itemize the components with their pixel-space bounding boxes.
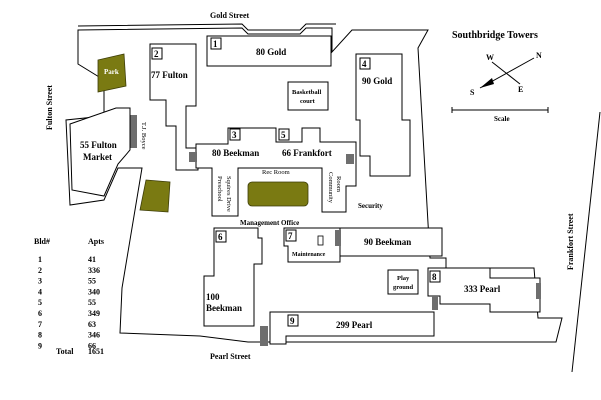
building-number: 3 <box>232 130 237 140</box>
building-name: Beekman <box>206 303 242 313</box>
frankfort-street-edge <box>571 111 601 373</box>
building-90-gold <box>355 53 411 177</box>
street-gold: Gold Street <box>210 11 250 20</box>
street-frankfort: Frankfort Street <box>566 213 575 270</box>
building-name: 100 <box>206 292 220 302</box>
building-number: 2 <box>154 49 159 59</box>
fulton-market <box>69 107 131 197</box>
building-name: 90 Gold <box>362 76 392 86</box>
basketball-court-label: Basketball <box>292 89 321 96</box>
compass-w: W <box>486 53 494 62</box>
playground-label: ground <box>393 284 413 291</box>
table-cell-bld: 2 <box>38 266 42 275</box>
building-number: 8 <box>432 272 437 282</box>
entrance-marker <box>432 296 438 310</box>
table-cell-bld: 5 <box>38 298 42 307</box>
scale-label: Scale <box>494 115 510 123</box>
table-cell-bld: 1 <box>38 255 42 264</box>
fulton-market-name: Market <box>83 152 112 162</box>
fulton-market-name: 55 Fulton <box>80 140 117 150</box>
maintenance-label: Maintenance <box>292 252 326 258</box>
table-cell-apts: 66 <box>88 341 96 350</box>
compass-s: S <box>470 88 475 97</box>
squires-drive-label: Squires Drive <box>225 176 232 212</box>
table-cell-bld: 8 <box>38 331 42 340</box>
building-number: 7 <box>288 231 293 241</box>
gold-street-edge <box>77 23 336 31</box>
table-cell-apts: 55 <box>88 277 96 286</box>
building-name: 90 Beekman <box>364 237 411 247</box>
table-header-apts: Apts <box>88 237 104 246</box>
building-100-beekman <box>203 227 263 327</box>
table-cell-apts: 63 <box>88 320 96 329</box>
preschool-label: Preschool <box>216 176 223 202</box>
entrance-marker <box>335 230 341 246</box>
community-room-label: Room <box>335 176 342 192</box>
table-cell-apts: 41 <box>88 255 96 264</box>
building-number: 1 <box>213 39 218 49</box>
courtyard-green <box>247 181 309 207</box>
table-cell-apts: 346 <box>88 331 100 340</box>
table-cell-apts: 340 <box>88 287 100 296</box>
playground-label: Play <box>397 275 410 282</box>
table-cell-bld: 3 <box>38 277 42 286</box>
compass-e: E <box>518 85 523 94</box>
building-77-fulton <box>149 43 199 171</box>
compass-icon <box>479 57 535 89</box>
entrance-marker <box>346 154 354 164</box>
building-number: 4 <box>362 59 367 69</box>
building-name: 299 Pearl <box>336 320 373 330</box>
building-name: 80 Gold <box>256 47 286 57</box>
building-name: 66 Frankfort <box>282 148 332 158</box>
door-marker <box>317 235 324 246</box>
security-label: Security <box>358 202 383 210</box>
table-cell-bld: 4 <box>38 287 42 296</box>
building-number: 5 <box>281 130 286 140</box>
tj-boyce-label: T.J. Boyce <box>140 122 147 150</box>
building-80-gold <box>206 35 332 67</box>
tj-boyce-entrance <box>130 115 137 148</box>
entrance-marker <box>536 283 541 299</box>
table-header-bld: Bld# <box>34 237 50 246</box>
table-cell-bld: 6 <box>38 309 42 318</box>
building-80-beekman <box>195 127 357 217</box>
street-fulton: Fulton Street <box>45 85 54 130</box>
green-area <box>139 179 171 213</box>
building-name: 80 Beekman <box>212 148 259 158</box>
management-office-label: Management Office <box>240 219 299 227</box>
table-total-label: Total <box>56 347 74 356</box>
table-cell-apts: 349 <box>88 309 100 318</box>
building-number: 9 <box>290 316 295 326</box>
park <box>97 53 127 93</box>
building-90-beekman <box>339 227 443 257</box>
rec-room-label: Rec Room <box>262 169 290 176</box>
table-cell-apts: 336 <box>88 266 100 275</box>
playground <box>387 269 419 295</box>
building-name: 333 Pearl <box>464 284 501 294</box>
building-name: 77 Fulton <box>151 70 188 80</box>
table-cell-bld: 9 <box>38 341 42 350</box>
scale-bar-icon <box>451 107 549 113</box>
map-title: Southbridge Towers <box>452 30 538 41</box>
table-cell-bld: 7 <box>38 320 42 329</box>
building-number: 6 <box>218 232 223 242</box>
basketball-court-label: court <box>300 98 316 105</box>
street-pearl: Pearl Street <box>210 352 251 361</box>
park-label: Park <box>104 68 119 76</box>
compass-n: N <box>536 51 542 60</box>
basketball-court <box>287 81 329 111</box>
community-room-label: Community <box>327 172 334 204</box>
table-cell-apts: 55 <box>88 298 96 307</box>
building-299-pearl <box>269 311 435 345</box>
entrance-marker <box>260 326 268 346</box>
table-total-value: 1651 <box>88 347 104 356</box>
entrance-marker <box>189 152 197 162</box>
